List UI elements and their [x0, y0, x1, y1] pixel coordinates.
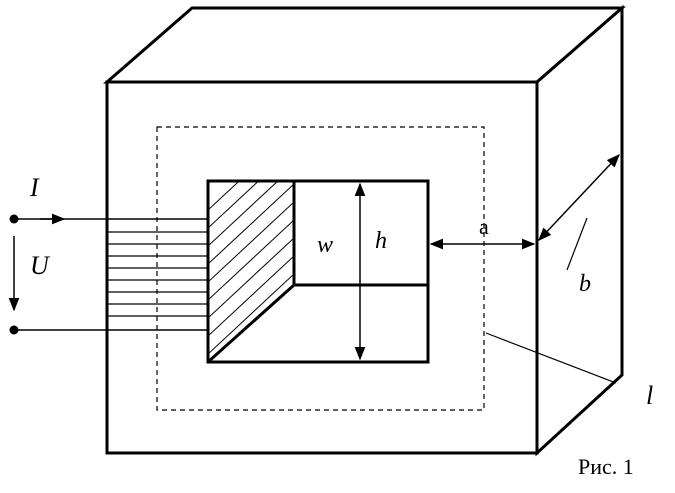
terminal-top [9, 214, 19, 224]
label-voltage: U [30, 251, 51, 280]
coil-windings [107, 231, 208, 317]
core-top-face [102, 6, 627, 84]
label-turns: w [317, 232, 333, 258]
figure-caption: Рис. 1 [578, 454, 634, 479]
path-length-leader [485, 332, 617, 384]
window-depth-edge-diagonal [206, 283, 296, 364]
label-width-a: a [479, 214, 489, 239]
core-side-face [535, 4, 624, 457]
core-window [206, 179, 430, 364]
magnetic-path-dashed [156, 126, 485, 411]
label-depth-b: b [579, 271, 591, 297]
depth-b-dimension-arrow [538, 154, 620, 241]
terminal-bottom [9, 325, 19, 335]
label-height: h [375, 228, 387, 254]
depth-b-leader [566, 217, 588, 271]
label-current: I [29, 173, 40, 202]
label-path-length: l [646, 381, 653, 410]
